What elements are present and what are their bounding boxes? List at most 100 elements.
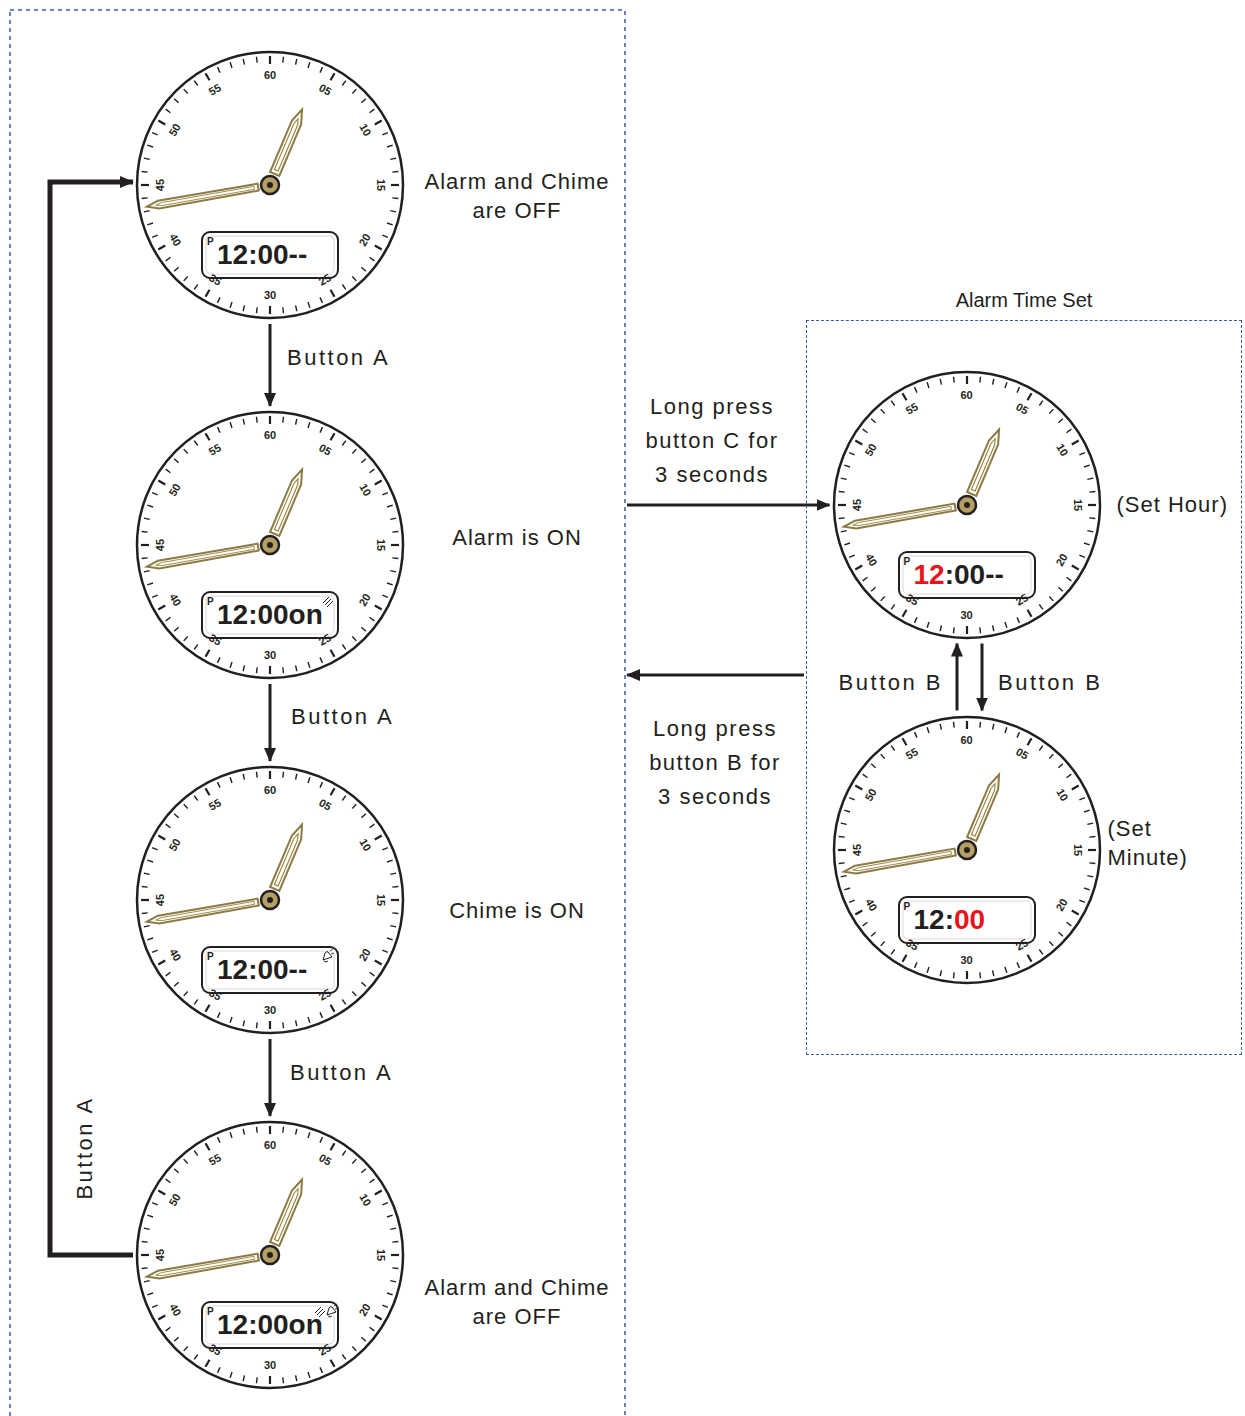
state-caption: Alarm and Chime are OFF bbox=[417, 167, 617, 225]
lcd-digits: 12:00-- bbox=[914, 552, 1004, 598]
lcd-window bbox=[202, 232, 338, 278]
lcd-inner bbox=[903, 556, 1031, 594]
dial-number: 30 bbox=[264, 1360, 276, 1371]
hour-hand bbox=[270, 108, 307, 176]
clock-face bbox=[832, 713, 1102, 987]
flow-arrow bbox=[981, 644, 984, 711]
pm-indicator: P bbox=[207, 597, 214, 607]
dial-number: 30 bbox=[264, 650, 276, 661]
lcd-inner bbox=[206, 951, 334, 989]
minute-ticks bbox=[141, 56, 399, 314]
clock-face bbox=[135, 763, 405, 1037]
pivot-dot bbox=[267, 182, 273, 188]
dial-number: 15 bbox=[375, 1249, 386, 1261]
dial-number: 45 bbox=[851, 843, 862, 855]
dial-number: 30 bbox=[264, 1005, 276, 1016]
flow-arrow bbox=[269, 324, 272, 406]
dial-number: 60 bbox=[264, 1140, 276, 1151]
lcd-text: 12:00on bbox=[217, 601, 323, 629]
pivot-dot bbox=[964, 502, 970, 508]
pm-indicator: P bbox=[904, 902, 911, 912]
hand-pivot bbox=[261, 891, 279, 909]
group-title: Alarm Time Set bbox=[807, 287, 1241, 313]
edge-label: Button A bbox=[287, 345, 390, 371]
edge-label: Long press button C for 3 seconds bbox=[641, 390, 783, 492]
minute-ticks bbox=[141, 1126, 399, 1384]
hand-pivot bbox=[261, 176, 279, 194]
pivot-dot bbox=[267, 897, 273, 903]
lcd-inner bbox=[903, 901, 1031, 939]
alarm-icon bbox=[323, 597, 333, 607]
clock-face bbox=[135, 408, 405, 682]
hour-hand bbox=[967, 427, 1004, 495]
hour-hand bbox=[270, 1178, 307, 1246]
lcd-window bbox=[899, 552, 1035, 598]
clock-state: 600510152025303540455055P12:00onAlarm an… bbox=[135, 1118, 625, 1392]
dial-number: 45 bbox=[851, 498, 862, 510]
dial-number: 15 bbox=[1071, 843, 1082, 855]
dial-number: 60 bbox=[264, 70, 276, 81]
pivot-dot bbox=[267, 1252, 273, 1258]
lcd-text: 12:00-- bbox=[217, 956, 307, 984]
dial-number: 30 bbox=[264, 290, 276, 301]
lcd-window bbox=[899, 897, 1035, 943]
edge-label: Long press button B for 3 seconds bbox=[644, 712, 786, 814]
dial-number: 60 bbox=[264, 430, 276, 441]
lcd-digits: 12:00on bbox=[217, 1302, 323, 1348]
pivot-dot bbox=[964, 847, 970, 853]
lcd-text: 12:00on bbox=[217, 1311, 323, 1339]
hand-pivot bbox=[261, 1246, 279, 1264]
pm-indicator: P bbox=[904, 557, 911, 567]
hand-pivot bbox=[261, 536, 279, 554]
flow-arrow bbox=[269, 1039, 272, 1116]
hour-hand bbox=[967, 772, 1004, 840]
dial-number: 30 bbox=[960, 954, 972, 965]
dial-number: 15 bbox=[1071, 498, 1082, 510]
lcd-digits: 12:00-- bbox=[217, 947, 307, 993]
clock-rim bbox=[834, 372, 1100, 638]
clock-state: 600510152025303540455055P12:00--(Set Hou… bbox=[832, 368, 1245, 642]
edge-label: Button A bbox=[290, 1060, 393, 1086]
flow-arrow bbox=[269, 684, 272, 761]
flow-arrow bbox=[956, 644, 959, 711]
minute-ticks bbox=[838, 376, 1096, 634]
lcd-digits: 12:00 bbox=[914, 897, 986, 943]
minute-ticks bbox=[838, 721, 1096, 979]
state-caption: Alarm and Chime are OFF bbox=[417, 1273, 617, 1331]
chime-icon bbox=[327, 1304, 338, 1317]
lcd-text: 12:00-- bbox=[217, 241, 307, 269]
edge-label: Button A bbox=[291, 704, 394, 730]
lcd-window bbox=[202, 947, 338, 993]
dial-number: 60 bbox=[960, 389, 972, 400]
state-caption: (Set Minute) bbox=[1108, 814, 1238, 872]
chime-icon bbox=[323, 949, 334, 962]
hand-pivot bbox=[958, 496, 976, 514]
edge-label: Button A bbox=[72, 1096, 98, 1199]
hand-pivot bbox=[958, 841, 976, 859]
dial-number: 45 bbox=[155, 539, 166, 551]
lcd-text: 12 bbox=[914, 561, 945, 589]
dial-number: 45 bbox=[155, 1249, 166, 1261]
lcd-text: 12: bbox=[914, 906, 954, 934]
lcd-inner bbox=[206, 1306, 334, 1344]
pm-indicator: P bbox=[207, 237, 214, 247]
dial-number: 45 bbox=[155, 894, 166, 906]
state-caption: (Set Hour) bbox=[1117, 490, 1237, 519]
flow-arrow bbox=[627, 674, 804, 677]
clock-rim bbox=[137, 412, 403, 678]
lcd-digits: 12:00-- bbox=[217, 232, 307, 278]
clock-state: 600510152025303540455055P12:00--Alarm an… bbox=[135, 48, 625, 322]
lcd-digits: 12:00on bbox=[217, 592, 323, 638]
pm-indicator: P bbox=[207, 1307, 214, 1317]
clock-state: 600510152025303540455055P12:00--Chime is… bbox=[135, 763, 625, 1037]
clock-rim bbox=[834, 717, 1100, 983]
lcd-window bbox=[202, 592, 338, 638]
lcd-text: :00-- bbox=[945, 561, 1004, 589]
flow-arrow bbox=[627, 504, 830, 507]
state-caption: Chime is ON bbox=[417, 896, 617, 925]
minute-ticks bbox=[141, 771, 399, 1029]
hour-hand bbox=[270, 468, 307, 536]
